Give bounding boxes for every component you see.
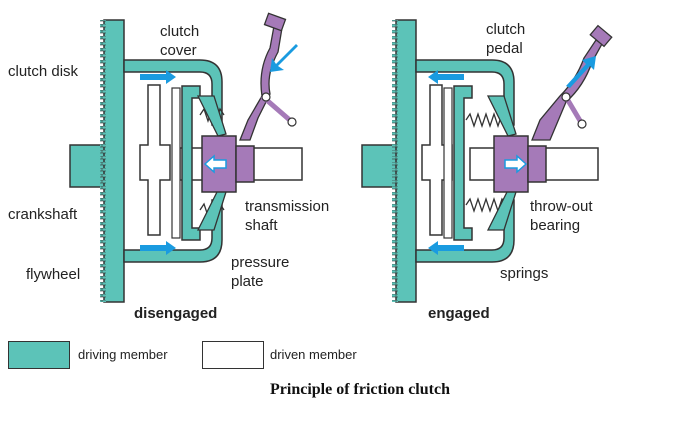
clutch-pedal-right [531, 39, 603, 141]
label-clutch-cover: clutch cover [160, 23, 200, 59]
engaged-assembly [361, 19, 613, 303]
label-clutch-disk: clutch disk [8, 63, 79, 80]
label-flywheel: flywheel [26, 266, 81, 283]
flywheel-teeth-left [100, 20, 106, 302]
pedal-pad-left [263, 12, 287, 32]
label-throw-out-bearing: throw-out bearing [530, 198, 593, 234]
lever-top-right [486, 95, 517, 137]
flywheel-right [395, 19, 417, 303]
caption-engaged: engaged [428, 305, 490, 322]
legend-driving-label: driving member [78, 347, 168, 362]
pedal-link-end-right [577, 119, 587, 129]
label-transmission-shaft: transmission shaft [245, 198, 330, 234]
bearing-arrow-left [203, 154, 227, 174]
label-springs: springs [500, 265, 549, 282]
clutch-disk-face-right [443, 87, 453, 239]
clutch-pedal-left [239, 25, 283, 141]
arrow-bottom-left [140, 241, 176, 255]
pedal-link-end-left [287, 117, 297, 127]
pedal-pivot-right [561, 92, 571, 102]
arrow-bottom-right [428, 241, 464, 255]
arrow-top-left [140, 70, 176, 84]
pedal-arrow-left [270, 44, 298, 72]
pressure-plate-left [181, 85, 201, 241]
bearing-arrow-right [504, 154, 528, 174]
clutch-disk-left [139, 84, 171, 236]
spring-top-right [465, 111, 507, 129]
pedal-link-right [563, 95, 585, 126]
flywheel-teeth-right [392, 20, 398, 302]
pedal-arrow-right [566, 56, 596, 88]
clutch-disk-face-left [171, 87, 181, 239]
legend-driven-swatch [202, 341, 264, 369]
pedal-pivot-left [261, 92, 271, 102]
pressure-plate-right [453, 85, 473, 241]
figure-title: Principle of friction clutch [270, 381, 450, 398]
label-crankshaft: crankshaft [8, 206, 78, 223]
lever-top-left [196, 95, 227, 137]
arrow-top-right [428, 70, 464, 84]
label-pressure-plate: pressure plate [231, 254, 290, 290]
label-clutch-pedal: clutch pedal [486, 21, 526, 57]
legend-driven-label: driven member [270, 347, 357, 362]
flywheel-left [103, 19, 125, 303]
bearing-collar-left [235, 145, 255, 183]
bearing-collar-right [527, 145, 547, 183]
caption-disengaged: disengaged [134, 305, 218, 322]
pedal-pad-right [589, 24, 613, 48]
disengaged-assembly [69, 12, 303, 303]
legend-driving-swatch [8, 341, 70, 369]
clutch-disk-right [421, 84, 453, 236]
